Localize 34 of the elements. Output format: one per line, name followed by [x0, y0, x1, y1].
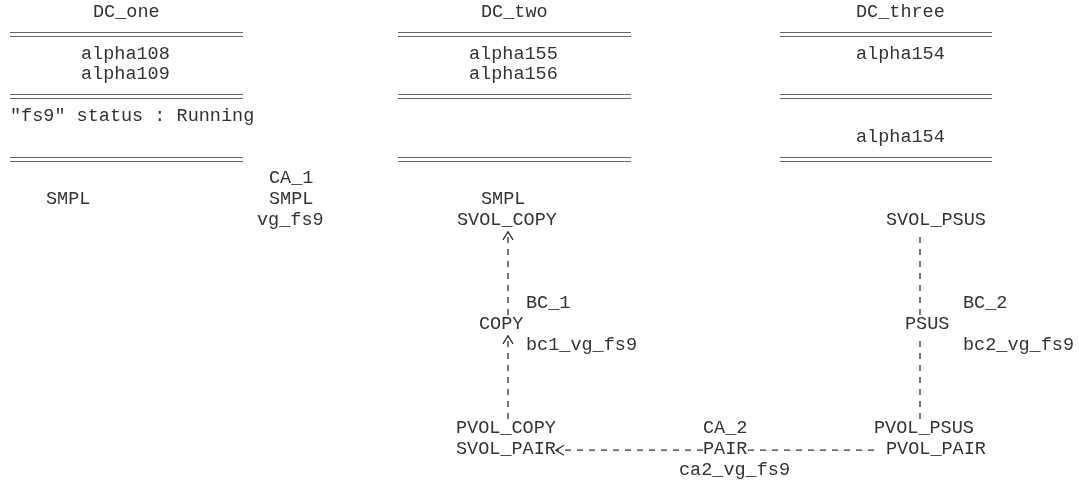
label-text: alpha154 — [856, 127, 945, 149]
node-text: PSUS — [905, 315, 950, 336]
side-label: bc1_vg_fs9 — [526, 335, 638, 357]
label-text: alpha155 — [469, 44, 558, 66]
label-text: "fs9" status : Running — [10, 107, 255, 128]
side-label: BC_1 — [526, 294, 571, 315]
node-text: SVOL_PSUS — [886, 211, 986, 232]
node-text: PVOL_PAIR — [886, 439, 986, 461]
side-label: bc2_vg_fs9 — [963, 335, 1075, 357]
label-text: DC_one — [93, 3, 160, 24]
node-text: PVOL_PSUS — [874, 419, 975, 440]
node-text: PAIR — [703, 439, 748, 461]
label-text: alpha156 — [469, 65, 558, 87]
node-text: COPY — [479, 315, 524, 336]
node-text: SVOL_PAIR — [456, 439, 556, 461]
label-text: CA_1 — [269, 169, 314, 191]
dashed-arrow — [502, 335, 514, 420]
side-label: CA_2 — [703, 419, 748, 440]
dashed-line — [746, 449, 875, 451]
side-label: BC_2 — [963, 294, 1008, 315]
dashed-arrow — [502, 231, 514, 316]
label-text: SMPL — [46, 190, 91, 211]
side-label: ca2_vg_fs9 — [679, 460, 791, 482]
label-text: alpha109 — [81, 65, 170, 87]
node-text: SVOL_COPY — [457, 211, 557, 232]
label-text: SMPL — [269, 190, 314, 211]
dashed-arrow — [555, 444, 704, 456]
label-text: DC_three — [856, 3, 945, 24]
node-text: PVOL_COPY — [456, 419, 556, 440]
label-text: vg_fs9 — [257, 211, 324, 232]
label-text: alpha108 — [81, 44, 170, 66]
label-text: DC_two — [481, 3, 548, 24]
label-text: alpha154 — [856, 44, 945, 66]
node-text: SMPL — [481, 190, 527, 211]
